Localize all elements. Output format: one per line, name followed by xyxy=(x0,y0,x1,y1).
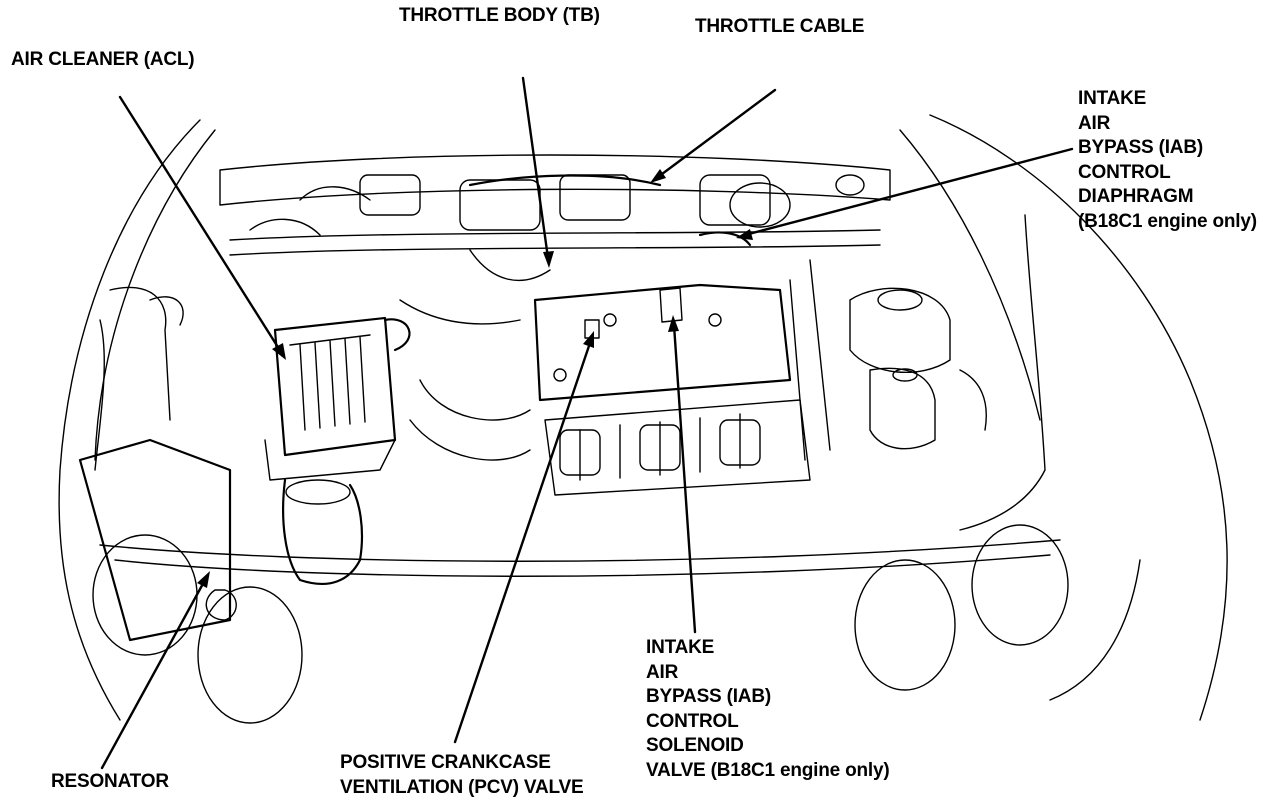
label-line: DIAPHRAGM xyxy=(1078,186,1194,207)
air-cleaner-box xyxy=(264,316,411,585)
leader-throttle-body xyxy=(521,76,550,260)
label-air-cleaner: AIR CLEANER (ACL) xyxy=(11,49,195,70)
label-iab-diaphragm: INTAKE AIR BYPASS (IAB) CONTROL DIAPHRAG… xyxy=(1078,87,1257,234)
label-throttle-body: THROTTLE BODY (TB) xyxy=(399,5,600,26)
label-line: INTAKE xyxy=(646,637,715,658)
label-line: CONTROL xyxy=(1078,161,1171,183)
right-components xyxy=(698,231,987,461)
engine-top xyxy=(219,154,891,282)
leader-iab-diaphragm xyxy=(743,147,1074,237)
leader-throttle-cable xyxy=(656,88,777,179)
label-line: BYPASS (IAB) xyxy=(1078,137,1203,158)
label-line: AIR xyxy=(646,661,679,683)
engine-block xyxy=(399,299,811,496)
leader-resonator xyxy=(100,578,207,770)
resonator-body xyxy=(78,286,237,642)
label-line: SOLENOID xyxy=(646,735,744,756)
leader-lines xyxy=(100,76,1074,770)
label-line: POSITIVE CRANKCASE xyxy=(340,752,551,773)
label-line: INTAKE xyxy=(1078,88,1147,109)
label-line: VENTILATION (PCV) VALVE xyxy=(340,776,584,798)
label-line: AIR xyxy=(1078,112,1111,134)
body-outline xyxy=(58,114,1228,721)
leader-iab-solenoid xyxy=(672,323,697,634)
label-line: BYPASS (IAB) xyxy=(646,686,771,707)
label-pcv-valve: POSITIVE CRANKCASE VENTILATION (PCV) VAL… xyxy=(340,751,584,800)
label-line: CONTROL xyxy=(646,710,739,732)
leader-pcv-valve xyxy=(453,338,593,744)
label-iab-solenoid: INTAKE AIR BYPASS (IAB) CONTROL SOLENOID… xyxy=(646,636,890,783)
valve-cover xyxy=(533,283,792,402)
label-line: VALVE (B18C1 engine only) xyxy=(646,759,890,781)
label-resonator: RESONATOR xyxy=(51,771,169,792)
leader-air-cleaner xyxy=(118,95,283,354)
headlights xyxy=(92,524,1141,724)
label-throttle-cable: THROTTLE CABLE xyxy=(695,16,865,37)
label-line: (B18C1 engine only) xyxy=(1078,210,1257,232)
